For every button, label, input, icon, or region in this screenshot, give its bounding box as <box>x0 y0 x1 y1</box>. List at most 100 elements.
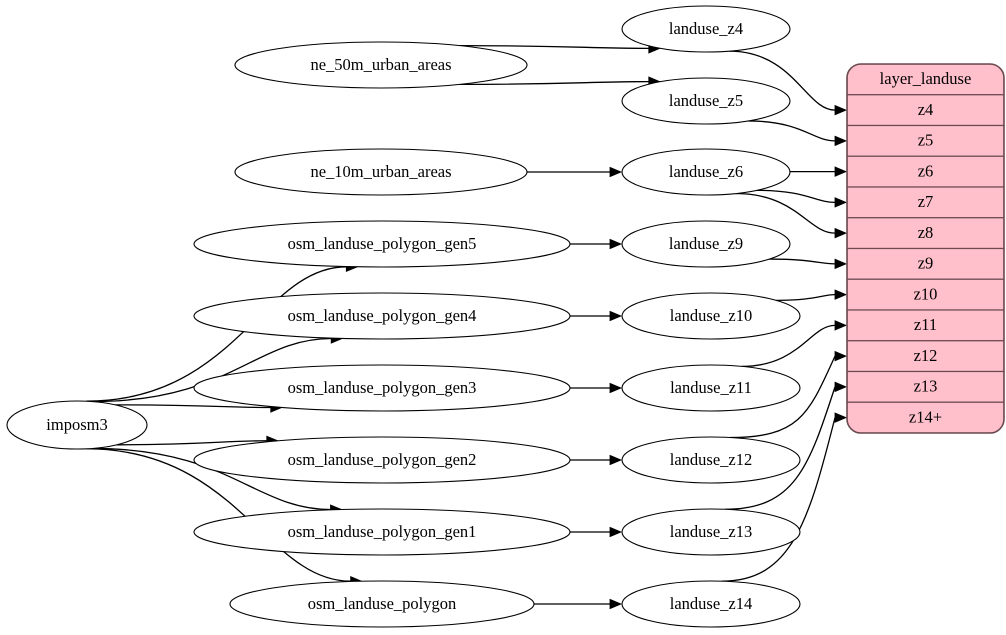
edge-landuse_z14-to-layer_landuse-z14--arrowhead <box>834 412 848 423</box>
node-label: landuse_z10 <box>670 306 752 325</box>
edge-ne_50m_urban_areas-to-landuse_z4-line <box>459 44 649 50</box>
table-row-label: z5 <box>918 131 934 150</box>
edge-ne_10m_urban_areas-to-landuse_z6-arrowhead <box>609 166 623 178</box>
node-landuse_z13[interactable]: landuse_z13 <box>621 508 801 556</box>
edge-osm_landuse_polygon_gen3-to-landuse_z11-arrowhead <box>609 382 623 394</box>
edge-osm_landuse_polygon-to-landuse_z14-arrowhead <box>609 598 623 610</box>
node-landuse_z12[interactable]: landuse_z12 <box>621 436 801 484</box>
table-row-label: z6 <box>918 161 934 180</box>
edge-osm_landuse_polygon_gen2-to-landuse_z12-arrowhead <box>609 454 623 466</box>
edge-imposm3-to-osm_landuse_polygon_gen1-line <box>92 447 331 511</box>
table-row-label: z9 <box>918 254 934 273</box>
edge-landuse_z6-to-layer_landuse-z8-line <box>735 192 836 234</box>
table-row-label: z11 <box>914 315 937 334</box>
layer-landuse-table: layer_landusez4z5z6z7z8z9z10z11z12z13z14… <box>846 63 1005 434</box>
node-shape <box>621 292 801 340</box>
node-shape <box>621 364 801 412</box>
table-row-z13[interactable] <box>847 370 1004 403</box>
table-outline <box>846 63 1005 434</box>
node-osm_landuse_polygon_gen2[interactable]: osm_landuse_polygon_gen2 <box>193 436 571 484</box>
table-row-label: z13 <box>914 377 938 396</box>
edge-landuse_z9-to-layer_landuse-z9-line <box>769 258 836 265</box>
node-landuse_z4[interactable]: landuse_z4 <box>621 5 791 53</box>
table-row-z14plus[interactable] <box>847 401 1004 433</box>
nodes-group: imposm3 ne_50m_urban_areas ne_10m_urban_ar… <box>6 5 801 628</box>
node-label: osm_landuse_polygon <box>308 594 457 613</box>
edge-osm_landuse_polygon_gen1-to-landuse_z13-arrowhead <box>609 526 623 538</box>
edge-landuse_z13-to-layer_landuse-z13-arrowhead <box>834 381 848 393</box>
node-ne_50m_urban_areas[interactable]: ne_50m_urban_areas <box>234 41 528 89</box>
edge-landuse_z12-to-layer_landuse-z12-arrowhead <box>834 350 848 362</box>
node-shape <box>621 148 791 196</box>
node-shape <box>234 148 528 196</box>
edge-landuse_z10-to-layer_landuse-z10-arrowhead <box>834 289 848 300</box>
node-shape <box>193 436 571 484</box>
node-osm_landuse_polygon[interactable]: osm_landuse_polygon <box>229 580 535 628</box>
node-osm_landuse_polygon_gen4[interactable]: osm_landuse_polygon_gen4 <box>193 292 571 340</box>
node-shape <box>621 508 801 556</box>
table-row-z9[interactable] <box>847 247 1004 280</box>
edge-landuse_z13-to-layer_landuse-z13-line <box>724 386 836 510</box>
node-label: landuse_z9 <box>669 234 743 253</box>
node-osm_landuse_polygon_gen5[interactable]: osm_landuse_polygon_gen5 <box>193 220 571 268</box>
edge-ne_50m_urban_areas-to-landuse_z5-line <box>459 80 649 86</box>
node-shape <box>6 400 148 450</box>
edge-landuse_z6-to-layer_landuse-z8-arrowhead <box>834 227 848 239</box>
node-label: ne_50m_urban_areas <box>310 55 451 74</box>
edge-imposm3-to-osm_landuse_polygon_gen5-line <box>86 266 347 402</box>
node-shape <box>193 364 571 412</box>
node-label: landuse_z13 <box>670 522 752 541</box>
node-shape <box>234 41 528 89</box>
node-landuse_z11[interactable]: landuse_z11 <box>621 364 801 412</box>
node-label: landuse_z5 <box>669 91 743 110</box>
edge-osm_landuse_polygon_gen5-to-landuse_z9-arrowhead <box>609 238 623 250</box>
node-label: landuse_z14 <box>670 594 752 613</box>
node-label: landuse_z4 <box>669 19 743 38</box>
node-shape <box>193 292 571 340</box>
node-label: osm_landuse_polygon_gen4 <box>288 306 477 325</box>
edge-imposm3-to-osm_landuse_polygon_gen4-line <box>92 337 332 403</box>
node-ne_10m_urban_areas[interactable]: ne_10m_urban_areas <box>234 148 528 196</box>
table-row-z8[interactable] <box>847 217 1004 250</box>
edge-landuse_z6-to-layer_landuse-z6-arrowhead <box>834 166 848 177</box>
node-shape <box>621 580 801 628</box>
edge-landuse_z5-to-layer_landuse-z5-line <box>747 120 836 142</box>
node-landuse_z10[interactable]: landuse_z10 <box>621 292 801 340</box>
node-label: osm_landuse_polygon_gen5 <box>288 234 477 253</box>
node-imposm3[interactable]: imposm3 <box>6 400 148 450</box>
node-shape <box>621 436 801 484</box>
node-landuse_z14[interactable]: landuse_z14 <box>621 580 801 628</box>
node-label: landuse_z12 <box>670 450 752 469</box>
table-row-label: z7 <box>918 192 934 211</box>
node-label: landuse_z6 <box>669 162 743 181</box>
edge-landuse_z5-to-layer_landuse-z5-arrowhead <box>834 135 848 147</box>
node-label: imposm3 <box>46 415 107 434</box>
node-shape <box>621 77 791 125</box>
node-shape <box>193 220 571 268</box>
node-landuse_z6[interactable]: landuse_z6 <box>621 148 791 196</box>
node-osm_landuse_polygon_gen1[interactable]: osm_landuse_polygon_gen1 <box>193 508 571 556</box>
table-row-z7[interactable] <box>847 186 1004 219</box>
edge-landuse_z6-to-layer_landuse-z7-arrowhead <box>834 197 848 208</box>
table-row-label: z4 <box>918 100 934 119</box>
edge-landuse_z4-to-layer_landuse-z4-line <box>728 50 836 111</box>
node-landuse_z9[interactable]: landuse_z9 <box>621 220 791 268</box>
table-row-label: z12 <box>914 346 938 365</box>
table-header-label: layer_landuse <box>880 69 972 88</box>
edge-imposm3-to-osm_landuse_polygon_gen3-line <box>115 404 271 409</box>
node-shape <box>621 220 791 268</box>
node-landuse_z5[interactable]: landuse_z5 <box>621 77 791 125</box>
table-row-z4[interactable] <box>847 94 1004 127</box>
edge-landuse_z4-to-layer_landuse-z4-arrowhead <box>834 104 848 116</box>
edge-landuse_z11-to-layer_landuse-z11-arrowhead <box>834 320 848 331</box>
edge-landuse_z12-to-layer_landuse-z12-line <box>730 355 836 439</box>
edge-imposm3-to-osm_landuse_polygon_gen2-line <box>116 440 267 446</box>
node-label: ne_10m_urban_areas <box>310 162 451 181</box>
node-osm_landuse_polygon_gen3[interactable]: osm_landuse_polygon_gen3 <box>193 364 571 412</box>
node-label: osm_landuse_polygon_gen3 <box>288 378 477 397</box>
edge-landuse_z6-to-layer_landuse-z7-line <box>756 189 836 204</box>
node-label: osm_landuse_polygon_gen1 <box>288 522 477 541</box>
edge-osm_landuse_polygon_gen4-to-landuse_z10-arrowhead <box>609 310 623 322</box>
